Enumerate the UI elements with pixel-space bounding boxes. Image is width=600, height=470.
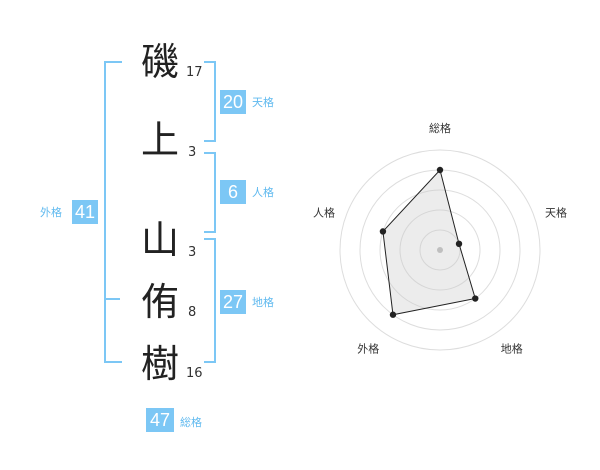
stroke-count-3: 3 xyxy=(188,245,197,260)
radar-axis-label-2: 天格 xyxy=(545,205,567,219)
tenkaku-bracket xyxy=(204,61,216,142)
kanji-5: 樹 xyxy=(140,342,179,386)
radar-ring xyxy=(399,209,481,291)
kanji-3: 山 xyxy=(140,218,179,262)
tenkaku-value: 20 xyxy=(220,90,246,114)
jinkaku-label: 人格 xyxy=(252,186,274,199)
jinkaku-bracket xyxy=(204,152,216,233)
kanji-2: 上 xyxy=(140,118,179,162)
radar-axis-label-3: 地格 xyxy=(501,342,523,356)
stroke-count-5: 16 xyxy=(186,366,203,381)
radar-polygon xyxy=(382,168,476,316)
radar-axis-label-5: 人格 xyxy=(313,205,335,219)
stroke-count-1: 17 xyxy=(186,65,203,80)
radar-center xyxy=(437,247,443,253)
radar-ring xyxy=(379,189,501,311)
radar-point-4 xyxy=(389,311,397,318)
gaikaku-bracket-mid xyxy=(106,298,120,300)
gaikaku-value: 41 xyxy=(72,200,98,224)
jinkaku-value: 6 xyxy=(220,180,246,204)
radar-axis-label-4: 外格 xyxy=(357,342,379,356)
chikaku-value: 27 xyxy=(220,290,246,314)
soukaku-value: 47 xyxy=(146,408,174,432)
radar-point-1 xyxy=(436,166,444,174)
stroke-count-4: 8 xyxy=(188,305,197,320)
chikaku-bracket xyxy=(204,238,216,363)
kanji-4: 侑 xyxy=(140,280,179,324)
radar-point-5 xyxy=(379,228,387,235)
tenkaku-label: 天格 xyxy=(252,96,274,109)
chikaku-label: 地格 xyxy=(252,296,274,309)
radar-ring xyxy=(419,229,461,271)
radar-point-3 xyxy=(472,295,479,302)
soukaku-label: 総格 xyxy=(180,416,202,429)
gaikaku-bracket xyxy=(104,61,122,363)
kanji-1: 磯 xyxy=(140,40,179,84)
radar-axis-label-1: 総格 xyxy=(429,121,451,135)
radar-point-2 xyxy=(455,240,463,248)
gaikaku-label: 外格 xyxy=(40,206,62,219)
stroke-count-2: 3 xyxy=(188,145,197,160)
